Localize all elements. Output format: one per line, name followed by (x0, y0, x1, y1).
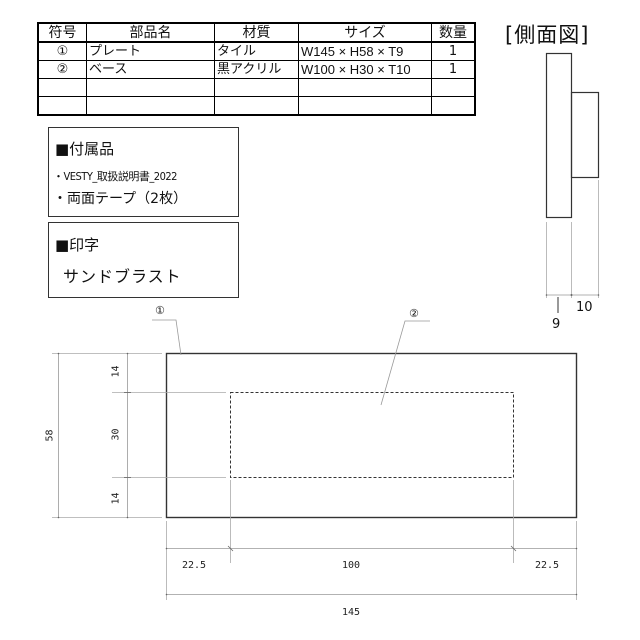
side-plate-outline (545, 52, 573, 219)
dim-base-thickness: 10 (576, 300, 593, 315)
front-view (52, 319, 578, 600)
printing-title: ■印字 (55, 236, 100, 254)
side-view-title: [側面図] (505, 23, 590, 47)
leader-label-plate: ① (155, 304, 165, 317)
leader-plate (152, 319, 182, 356)
cell-size (298, 78, 432, 97)
accessory-item-tape: ・両面テープ（2枚） (53, 191, 188, 207)
cell-size: W145 × H58 × T9 (298, 41, 432, 61)
table-row: ② ベース 黒アクリル W100 × H30 × T10 1 (37, 60, 476, 79)
dim-base-height: 30 (110, 428, 122, 441)
cell-quantity (431, 96, 476, 116)
parts-table-header: 符号 部品名 材質 サイズ 数量 (37, 22, 476, 43)
dim-overall-width: 145 (342, 607, 361, 618)
table-row (37, 96, 476, 116)
header-symbol: 符号 (37, 22, 87, 43)
table-row (37, 78, 476, 97)
dim-plate-thickness: 9 (552, 317, 561, 332)
header-size: サイズ (298, 22, 432, 43)
cell-size: W100 × H30 × T10 (298, 60, 432, 79)
header-part-name: 部品名 (86, 22, 215, 43)
printing-box: ■印字 サンドブラスト (48, 222, 239, 298)
dim-overall-height: 58 (44, 429, 56, 442)
cell-quantity (431, 78, 476, 97)
dim-base-width: 100 (342, 560, 361, 571)
side-view (545, 52, 600, 313)
dim-top-margin: 14 (110, 365, 122, 378)
leader-label-base: ② (409, 307, 419, 320)
side-base-outline (570, 91, 600, 179)
accessories-title: ■付属品 (55, 140, 115, 158)
dim-right-margin: 22.5 (535, 560, 560, 571)
dim-left-margin: 22.5 (182, 560, 207, 571)
front-plate-outline (165, 352, 578, 519)
cell-material: 黒アクリル (214, 60, 299, 79)
dim-bottom-margin: 14 (110, 492, 122, 505)
accessory-item-manual: ・VESTY_取扱説明書_2022 (53, 170, 177, 183)
printing-method: サンドブラスト (63, 267, 182, 286)
front-base-outline (230, 392, 514, 478)
leader-base (380, 320, 430, 406)
cell-size (298, 96, 432, 116)
header-quantity: 数量 (431, 22, 476, 43)
parts-table: 符号 部品名 材質 サイズ 数量 ① プレート タイル W145 × H58 ×… (37, 22, 476, 116)
accessories-box: ■付属品 ・VESTY_取扱説明書_2022 ・両面テープ（2枚） (48, 127, 239, 217)
